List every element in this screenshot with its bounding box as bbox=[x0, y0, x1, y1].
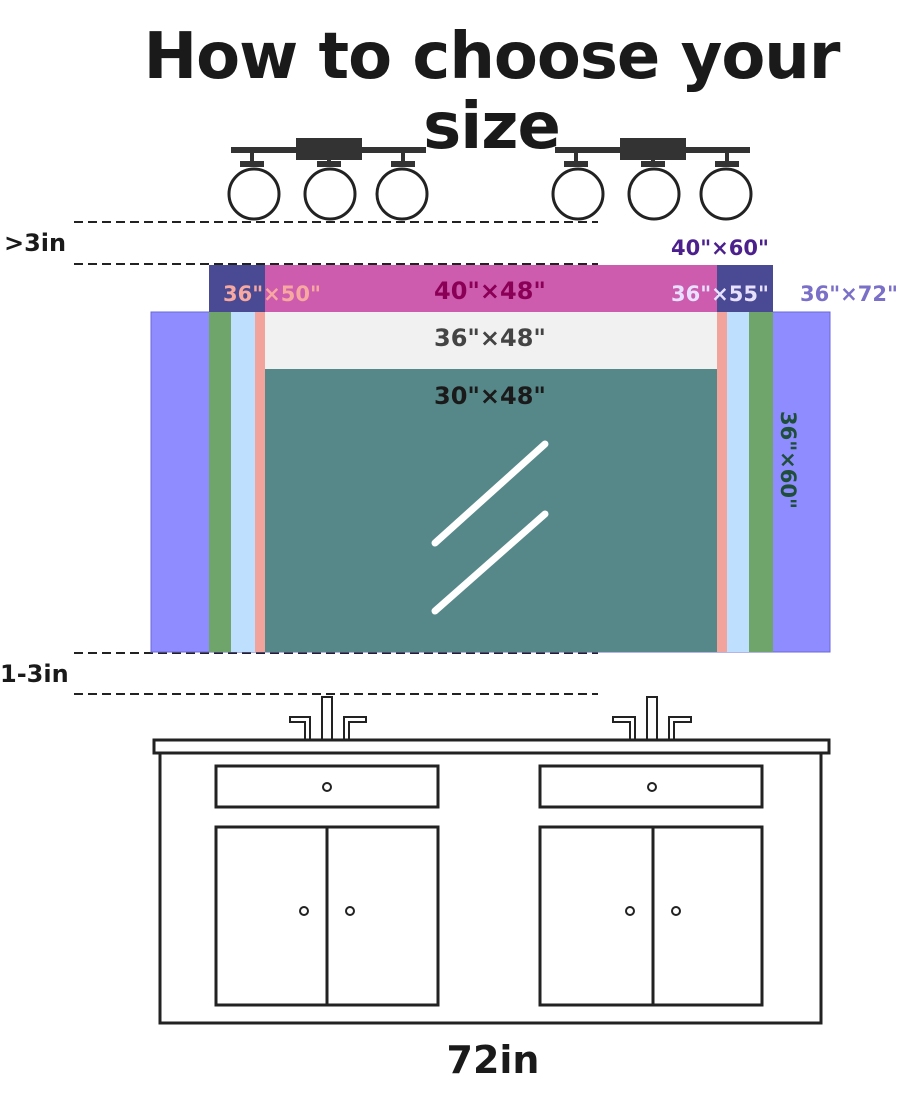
mirror-30x48-rect bbox=[265, 369, 717, 652]
size-label-40x60: 40"×60" bbox=[671, 236, 769, 260]
gap-lines bbox=[74, 221, 598, 695]
size-label-36x48: 36"×48" bbox=[434, 324, 546, 352]
size-label-36x60: 36"×60" bbox=[776, 411, 800, 509]
light-fixture-icon bbox=[551, 138, 753, 221]
size-label-30x48: 30"×48" bbox=[434, 382, 546, 410]
size-label-40x48: 40"×48" bbox=[434, 277, 546, 305]
bottom-gap-label: 1-3in bbox=[0, 660, 69, 688]
size-label-36x55: 36"×55" bbox=[671, 282, 769, 306]
size-label-36x50: 36"×50" bbox=[223, 282, 321, 306]
top-gap-label: >3in bbox=[4, 229, 66, 257]
faucet-icon bbox=[612, 696, 692, 741]
mirror-40x48-rect bbox=[265, 265, 717, 312]
page-title: How to choose your size bbox=[143, 20, 841, 165]
mirror-glare-icon bbox=[431, 440, 549, 615]
size-label-36x72: 36"×72" bbox=[800, 282, 898, 306]
width-label: 72in bbox=[447, 1038, 540, 1082]
light-fixture-icon bbox=[227, 138, 429, 221]
faucet-icon bbox=[289, 696, 367, 741]
mirror-size-rects bbox=[150, 265, 831, 653]
vanity-cabinet-icon bbox=[152, 738, 831, 1025]
